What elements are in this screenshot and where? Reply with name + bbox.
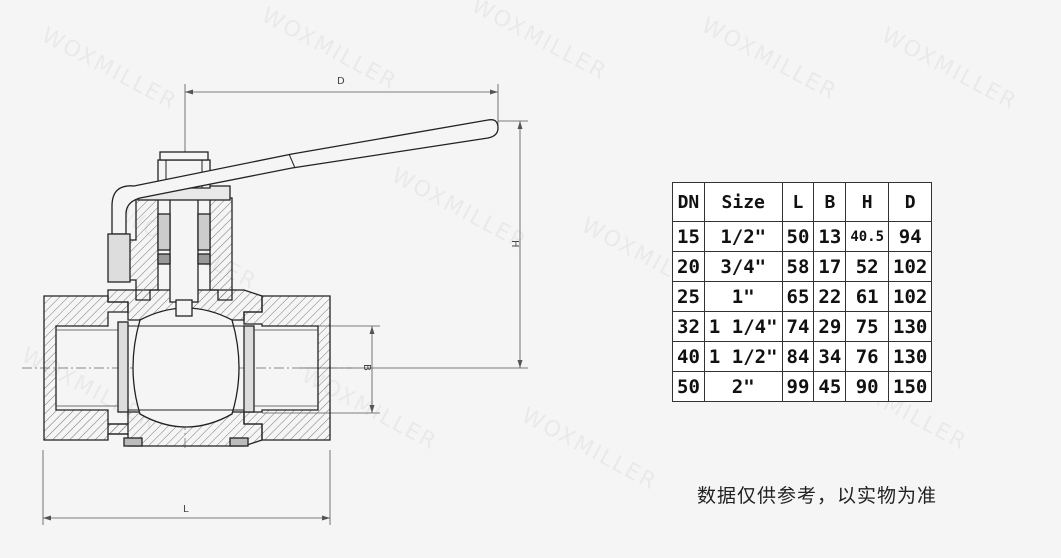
- cell-dn: 32: [672, 311, 705, 342]
- cell-size: 1": [703, 281, 783, 312]
- bottom-body-section: [107, 411, 263, 447]
- cell-d: 150: [888, 371, 933, 402]
- cell-b: 45: [813, 371, 847, 402]
- cell-b: 34: [813, 341, 847, 372]
- cell-dn: 25: [672, 281, 705, 312]
- header-b: B: [813, 182, 847, 222]
- cell-size: 1 1/4": [703, 311, 783, 342]
- cell-d: 102: [888, 281, 933, 312]
- cell-b: 29: [813, 311, 847, 342]
- stem-key: [175, 299, 193, 317]
- cell-dn: 20: [672, 251, 705, 282]
- cell-b: 13: [813, 221, 847, 252]
- cell-h: 61: [845, 281, 890, 312]
- cell-l: 65: [781, 281, 815, 312]
- dimension-h: [300, 120, 528, 369]
- watermark-text: WOXMILLER: [877, 23, 1021, 115]
- dimension-h-label: H: [509, 240, 520, 248]
- ball: [132, 307, 240, 428]
- table-header-row: DN Size L B H D: [672, 182, 933, 222]
- header-l: L: [781, 182, 815, 222]
- header-d: D: [888, 182, 933, 222]
- cell-h: 75: [845, 311, 890, 342]
- dimension-l-label: L: [183, 504, 189, 515]
- cell-l: 74: [781, 311, 815, 342]
- right-seat-ring: [243, 325, 255, 413]
- cell-dn: 50: [672, 371, 705, 402]
- cell-h: 40.5: [845, 221, 890, 252]
- header-size: Size: [703, 182, 783, 222]
- cell-l: 50: [781, 221, 815, 252]
- table-row: 40 1 1/2" 84 34 76 130: [672, 341, 933, 372]
- cell-size: 1/2": [703, 221, 783, 252]
- dimension-b-label: B: [361, 364, 372, 371]
- left-seat-ring: [117, 321, 129, 413]
- table-row: 25 1" 65 22 61 102: [672, 281, 933, 312]
- cell-b: 17: [813, 251, 847, 282]
- lever-handle: [107, 119, 499, 283]
- cell-h: 76: [845, 341, 890, 372]
- spec-table: DN Size L B H D 15 1/2" 50 13 40.5 94 20…: [672, 182, 933, 402]
- table-row: 50 2" 99 45 90 150: [672, 371, 933, 402]
- watermark-text: WOXMILLER: [467, 0, 611, 86]
- table-row: 15 1/2" 50 13 40.5 94: [672, 221, 933, 252]
- cell-dn: 40: [672, 341, 705, 372]
- cell-d: 130: [888, 341, 933, 372]
- cell-l: 99: [781, 371, 815, 402]
- cell-size: 2": [703, 371, 783, 402]
- table-row: 32 1 1/4" 74 29 75 130: [672, 311, 933, 342]
- cell-b: 22: [813, 281, 847, 312]
- stem: [169, 189, 199, 303]
- disclaimer-note: 数据仅供参考，以实物为准: [697, 485, 938, 507]
- header-dn: DN: [672, 182, 705, 222]
- cell-d: 94: [888, 221, 933, 252]
- cell-dn: 15: [672, 221, 705, 252]
- watermark-text: WOXMILLER: [37, 23, 181, 115]
- cell-d: 102: [888, 251, 933, 282]
- cell-h: 90: [845, 371, 890, 402]
- bonnet-right-section: [209, 197, 233, 301]
- watermark-text: WOXMILLER: [257, 3, 401, 95]
- watermark-text: WOXMILLER: [697, 13, 841, 105]
- cell-h: 52: [845, 251, 890, 282]
- dimension-d-label: D: [337, 76, 345, 87]
- cell-size: 3/4": [703, 251, 783, 282]
- table-row: 20 3/4" 58 17 52 102: [672, 251, 933, 282]
- cell-l: 84: [781, 341, 815, 372]
- header-h: H: [845, 182, 890, 222]
- dimension-l: [42, 450, 331, 525]
- cell-d: 130: [888, 311, 933, 342]
- watermark-text: WOXMILLER: [517, 403, 661, 495]
- cell-l: 58: [781, 251, 815, 282]
- cell-size: 1 1/2": [703, 341, 783, 372]
